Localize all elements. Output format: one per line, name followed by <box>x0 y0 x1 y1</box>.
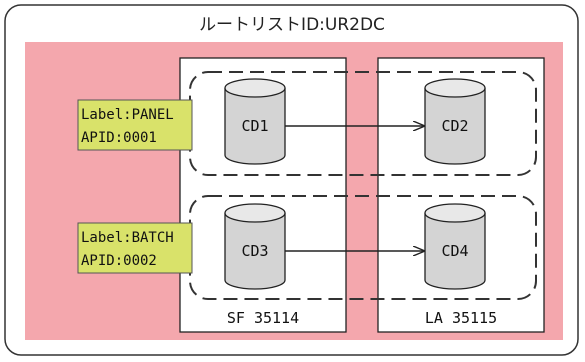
pair-1-tag-apid: APID:0001 <box>81 130 157 146</box>
disk-cd2: CD2 <box>424 78 486 165</box>
pair-2-tag-label: Label:BATCH <box>81 230 174 246</box>
storage-unit-right-label: LA 35115 <box>425 309 497 327</box>
storage-unit-left-label: SF 35114 <box>227 309 299 327</box>
disk-cd3: CD3 <box>224 203 286 290</box>
disk-cd3-label: CD3 <box>241 242 268 260</box>
disk-cd4: CD4 <box>424 203 486 290</box>
disk-cd4-label: CD4 <box>441 242 468 260</box>
pair-2-tag <box>77 222 193 274</box>
disk-cd2-label: CD2 <box>441 117 468 135</box>
disk-cd1: CD1 <box>224 78 286 165</box>
disk-cd1-label: CD1 <box>241 117 268 135</box>
route-list-title: ルートリストID:UR2DC <box>199 15 385 35</box>
pair-1-tag-label: Label:PANEL <box>81 107 174 123</box>
pair-1-tag <box>77 99 193 151</box>
pair-2-tag-apid: APID:0002 <box>81 253 157 269</box>
